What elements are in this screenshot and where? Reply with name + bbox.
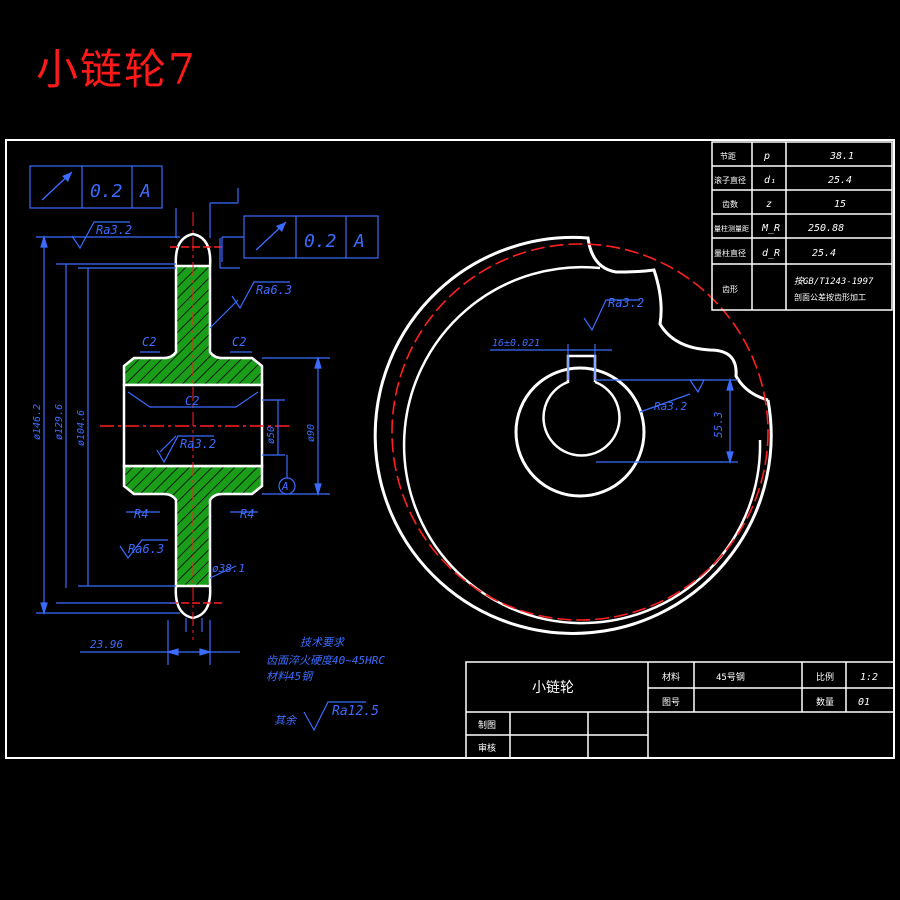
spec-label: 齿数 [722,199,738,209]
ra-other: Ra12.5 [332,704,379,719]
hub-outer [514,366,646,498]
dim-chamfer-left: C2 [142,335,156,349]
pitch-circle [391,243,769,621]
ra-other-label: 其余 [274,714,298,727]
spec-row-1: 滚子直径 d₁ 25.4 [714,175,852,186]
ra-keyway-bottom: Ra3.2 [654,400,687,413]
spec-label: 滚子直径 [714,175,746,185]
dim-chamfer-right: C2 [232,335,246,349]
fcf-right: 0.2 A [221,215,379,262]
outer-profile [373,235,773,635]
dim-r-left: R4 [134,507,148,521]
fcf-right-tol: 0.2 [304,231,337,252]
dimension-lines [36,188,330,665]
tb-drawing-no-label: 图号 [662,697,680,708]
spec-std-line2: 剖面公差按齿形加工 [794,292,866,302]
section-view [100,212,290,640]
ra-web: Ra6.3 [256,283,292,297]
spec-label: 量柱测量距 [714,224,749,233]
dim-od: ø146.2 [32,404,43,440]
bore-keyway [542,354,621,457]
dim-keyway-d: 55.3 [712,412,725,439]
spec-val: 15 [834,199,846,210]
ra-lower: Ra6.3 [128,542,164,556]
tb-checker-label: 审核 [478,742,496,754]
dim-chamfer-bore: C2 [185,394,199,408]
spec-sym: d_R [762,248,780,259]
dim-bore: ø90 [306,424,317,442]
spec-sym: p [763,151,770,162]
notes-line2: 材料45钢 [266,670,314,683]
ra-bore: Ra3.2 [180,437,216,451]
tb-scale-label: 比例 [816,671,834,683]
keyway-dims [490,344,738,465]
spec-val: 25.4 [812,248,836,259]
dim-keyway-w: 16±0.021 [492,338,540,349]
spec-val: 250.88 [808,223,844,234]
spec-sym: M_R [761,223,780,234]
spec-val: 38.1 [829,151,854,162]
dim-width: 23.96 [90,638,123,651]
spec-row-2: 齿数 z 15 [722,199,846,210]
spec-row-3: 量柱测量距 M_R 250.88 [714,223,844,234]
bore-chamfer [127,391,259,408]
datum-a-label: A [281,480,289,493]
tb-qty-label: 数量 [816,696,834,708]
drawing-border [5,139,895,759]
dim-pcd: ø129.6 [54,404,65,440]
notes-heading: 技术要求 [300,636,346,649]
front-view [373,235,773,635]
spec-std-line1: 按GB/T1243-1997 [794,276,874,287]
fcf-upper: 0.2 A [29,165,163,209]
dim-hub: ø50 [266,426,277,444]
spec-row-0: 节距 p 38.1 [720,151,854,162]
spec-label: 量柱直径 [714,248,746,258]
spec-val: 25.4 [828,175,852,186]
tooth-top [174,232,212,267]
tb-part-name: 小链轮 [532,680,574,696]
tb-material-label: 材料 [662,671,680,683]
tb-material: 45号钢 [716,671,745,683]
ra-keyway: Ra3.2 [608,296,644,310]
ra-top: Ra3.2 [96,223,132,237]
dim-r-tooth: ø38.1 [212,562,245,575]
spec-row-4: 量柱直径 d_R 25.4 [714,248,836,259]
root-circle [402,265,762,625]
spec-label: 节距 [720,152,736,161]
fcf-upper-tol: 0.2 [90,181,123,202]
spec-std-label: 齿形 [722,285,738,294]
spec-sym: d₁ [764,175,776,186]
fcf-upper-datum: A [139,181,151,202]
title-block [465,661,895,759]
page-title: 小链轮7 [36,45,197,94]
tb-qty: 01 [858,697,870,708]
dim-root: ø104.6 [76,410,87,446]
datum-a-marker [278,477,296,495]
spec-table [711,141,893,311]
tb-designer-label: 制图 [478,719,496,731]
roughness-symbols [71,221,705,732]
notes-line1: 齿面淬火硬度40~45HRC [266,654,385,667]
spec-sym: z [766,199,772,210]
tb-scale: 1:2 [860,672,878,683]
fcf-right-datum: A [353,231,365,252]
dim-r-right: R4 [240,507,254,521]
